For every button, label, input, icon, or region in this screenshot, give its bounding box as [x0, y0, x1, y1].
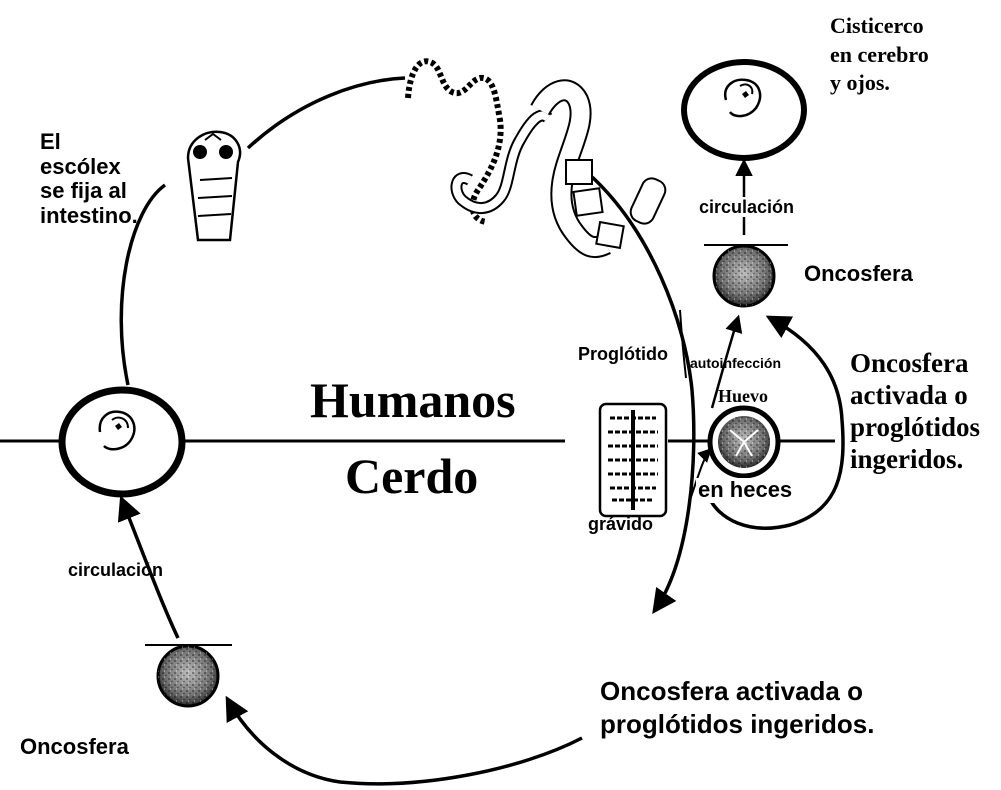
en-heces-label: en heces [696, 477, 795, 503]
egg-icon [707, 405, 781, 479]
oncosfera-activada-bottom-label: Oncosfera activada o proglótidos ingerid… [600, 676, 875, 739]
cysticercus-brain-icon [681, 59, 807, 161]
oncosfera-activada-right-label: Oncosfera activada o proglótidos ingerid… [850, 348, 981, 474]
arc-scolex-to-worm [246, 76, 406, 150]
arrow-autoinfection-to-oncosphere [710, 314, 743, 409]
proglottid-icon [598, 402, 668, 518]
circulacion-left-label: circulación [68, 560, 164, 580]
cisticerco-label: Cisticerco en cerebro y ojos. [830, 13, 929, 96]
oncosfera-right-label: Oncosfera [804, 261, 913, 286]
oncosphere-left-icon [145, 644, 232, 708]
humanos-label: Humanos [310, 372, 516, 428]
arc-left-down [117, 495, 180, 639]
oncosfera-left-label: Oncosfera [20, 734, 129, 759]
proglotido-label: Proglótido [578, 344, 668, 364]
cerdo-label: Cerdo [345, 448, 479, 504]
arc-left-up [119, 183, 167, 386]
tapeworm-icon [405, 58, 667, 259]
huevo-label: Huevo [718, 386, 769, 406]
cysticercus-icon [58, 386, 186, 498]
arc-worm-to-proglottid [588, 173, 696, 615]
escolex-label: El escólex se fija al intestino. [40, 129, 138, 228]
arc-bottom [225, 695, 583, 786]
scolex-icon [186, 130, 242, 242]
arrow-proglottid-to-egg [689, 448, 712, 501]
arrow-loop-right [706, 315, 845, 530]
circulacion-right-label: circulación [697, 197, 797, 218]
oncosphere-icon [704, 244, 788, 308]
autoinfeccion-label: autoinfección [690, 355, 782, 371]
gravido-label: grávido [588, 514, 654, 534]
arrow-worm-to-autoinfection [679, 309, 687, 379]
